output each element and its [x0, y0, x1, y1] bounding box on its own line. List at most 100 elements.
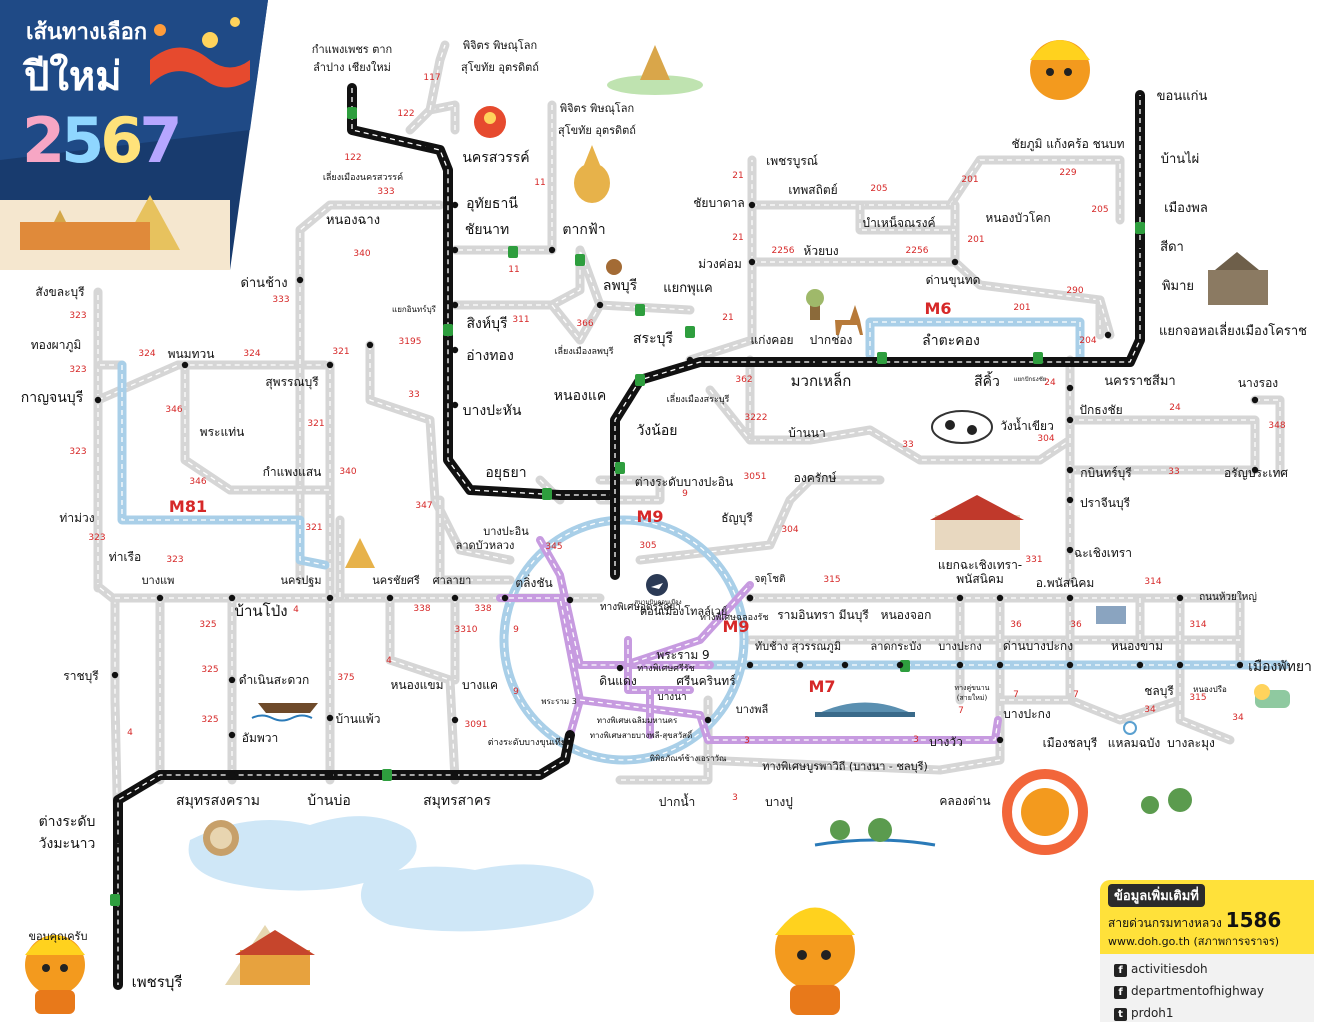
junction-dot: [996, 594, 1004, 602]
place-label: คลองด่าน: [939, 794, 990, 808]
road-centerline: [749, 360, 1071, 461]
route-number: 314: [1189, 620, 1206, 630]
website-link[interactable]: www.doh.go.th: [1108, 935, 1190, 948]
route-number: 9: [513, 687, 519, 697]
place-label: เลี่ยงเมืองลพบุรี: [554, 344, 613, 357]
lantern-icon: [202, 32, 218, 48]
place-label: พระแท่น: [200, 425, 245, 439]
place-label: บางปะอิน: [483, 525, 529, 538]
route-number: 348: [1268, 421, 1285, 431]
place-label: ด่านขุนทด: [926, 273, 981, 288]
road-centerline: [639, 479, 880, 561]
place-label: พระราม 3: [541, 697, 577, 706]
dragon-icon: [150, 47, 250, 88]
junction-dot: [841, 661, 849, 669]
place-label: นครปฐม: [280, 574, 321, 587]
place-label: ทางคู่ขนาน: [955, 684, 990, 692]
place-label: หนองบัวโคก: [985, 211, 1050, 225]
firework-icon: [154, 24, 166, 36]
sleeping-mascot-icon: [1002, 769, 1088, 855]
place-label: บางปะกง: [1003, 707, 1050, 721]
route-number: 323: [69, 311, 86, 321]
route-number: 304: [1037, 434, 1054, 444]
place-label: ทางพิเศษฉลองรัช: [700, 612, 768, 623]
junction-dot: [1176, 594, 1184, 602]
junction-dot: [686, 356, 694, 364]
route-number: 3: [732, 793, 738, 803]
mascot-icon: [1030, 40, 1090, 100]
place-label: แยกอินทร์บุรี: [392, 304, 437, 314]
place-label: นครชัยศรี: [372, 574, 420, 587]
junction-dot: [111, 671, 119, 679]
road-centerline: [869, 321, 1081, 360]
place-label: แยกพุแค: [663, 281, 713, 296]
place-label: สังขละบุรี: [35, 285, 85, 300]
place-label: ทางพิเศษอุดรรัถยา: [600, 602, 681, 613]
road-centerline: [121, 365, 326, 566]
hotline-label: สายด่วนกรมทางหลวง: [1108, 916, 1222, 930]
junction-dot: [228, 676, 236, 684]
route-number: 366: [576, 319, 593, 329]
hotline-number[interactable]: 1586: [1225, 908, 1282, 932]
junction-dot: [704, 716, 712, 724]
place-label: ศรีนครินทร์: [676, 674, 736, 688]
place-label: ลาดกระบัง: [871, 640, 922, 653]
road-centerline: [1099, 299, 1111, 336]
route-number: 201: [967, 235, 984, 245]
junction-dot: [228, 594, 236, 602]
place-label: พระราม 9: [656, 648, 709, 662]
route-shield-icon: [877, 352, 887, 364]
junction-dot: [1136, 206, 1144, 214]
junction-dot: [1066, 466, 1074, 474]
place-label: พิมาย: [1162, 279, 1194, 294]
place-label: องครักษ์: [794, 471, 837, 485]
road-centerline: [500, 597, 581, 736]
road-segment: [496, 594, 584, 739]
route-number: 122: [397, 109, 414, 119]
place-label: กาญจนบุรี: [21, 390, 84, 406]
place-label: บางนา: [657, 692, 686, 703]
road-centerline: [709, 389, 751, 441]
poster-year: 2567: [22, 104, 183, 177]
road-centerline: [614, 95, 1141, 575]
place-label: อยุธยา: [485, 465, 526, 481]
info-panel: ข้อมูลเพิ่มเติมที่ สายด่วนกรมทางหลวง 158…: [1100, 880, 1314, 1022]
place-label: ทางพิเศษบูรพาวิถี (บางนา - ชลบุรี): [762, 760, 928, 773]
place-label: ปราจีนบุรี: [1080, 496, 1131, 511]
road-segment: [1250, 395, 1285, 475]
place-label: พิจิตร พิษณุโลก: [560, 101, 634, 115]
road-centerline: [409, 104, 456, 131]
road-centerline: [752, 159, 1121, 220]
route-shield-icon: [575, 254, 585, 266]
route-number: 324: [243, 349, 260, 359]
route-number: 205: [870, 184, 887, 194]
place-label: ทางพิเศษสายบางพลี-สุขสวัสดิ์: [590, 729, 694, 740]
junction-dot: [1236, 661, 1244, 669]
mascot-icon: [775, 907, 855, 1015]
twitter-icon: t: [1114, 1008, 1127, 1021]
route-number: 323: [69, 365, 86, 375]
route-number: 4: [293, 605, 299, 615]
place-label: เลี่ยงเมืองสระบุรี: [667, 392, 730, 405]
road-centerline: [620, 700, 709, 781]
place-label: ฉะเชิงเทรา: [1074, 546, 1132, 560]
route-number: 323: [69, 447, 86, 457]
place-label: ลำปาง เชียงใหม่: [313, 61, 391, 74]
route-number: 345: [545, 542, 562, 552]
place-label: แยกปักธงชัย: [1014, 376, 1047, 383]
place-label: วังน้อย: [637, 423, 678, 439]
route-number: 4: [386, 656, 392, 666]
junction-dot: [451, 594, 459, 602]
junction-dot: [228, 771, 236, 779]
temple-icon: [225, 925, 315, 985]
airport-terminal-icon: [815, 702, 915, 717]
route-number: 323: [166, 555, 183, 565]
junction-dot: [451, 346, 459, 354]
place-label: ถนนห้วยใหญ่: [1199, 591, 1257, 603]
place-label: เพชรบุรี: [132, 973, 183, 992]
place-label: ดอนเมืองโทลล์เวย์: [640, 604, 727, 618]
